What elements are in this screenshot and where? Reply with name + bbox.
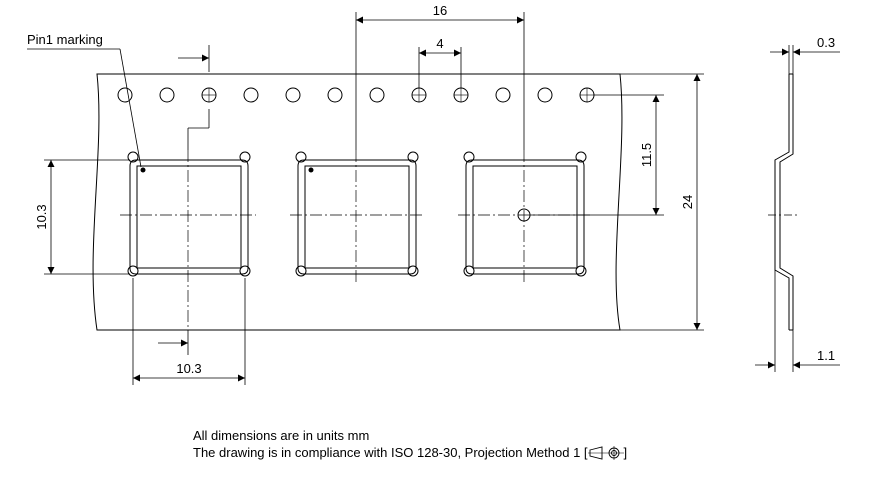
sprocket-hole (117, 87, 133, 103)
tape-width-label: 24 (680, 195, 695, 209)
pin1-dot (308, 167, 314, 173)
dimension-pitch (355, 12, 525, 150)
sprocket-hole (327, 87, 343, 103)
units-note: All dimensions are in units mm (193, 428, 370, 443)
carrier-tape-outline (92, 73, 623, 331)
dimension-hole-to-center (530, 94, 664, 216)
pocket-depth-label: 1.1 (817, 348, 835, 363)
sprocket-hole (285, 87, 301, 103)
sprocket-hole (159, 87, 175, 103)
dimension-pocket-depth (755, 270, 840, 372)
tape-thickness-label: 0.3 (817, 35, 835, 50)
iso-note: The drawing is in compliance with ISO 12… (193, 444, 627, 461)
pin1-leader (27, 48, 142, 168)
dimension-tape-width (620, 73, 704, 331)
notes: All dimensions are in units mm The drawi… (193, 427, 627, 461)
dimension-hole-pitch (418, 47, 462, 88)
feed-direction-bottom (158, 330, 189, 355)
dimension-pocket-height (44, 159, 130, 275)
pocket-3 (463, 151, 587, 277)
iso-note-text: The drawing is in compliance with ISO 12… (193, 445, 588, 460)
projection-method-icon (587, 446, 624, 460)
pin1-marking-label: Pin1 marking (27, 32, 103, 47)
feed-direction-top (178, 45, 210, 150)
center-lines (120, 150, 592, 330)
iso-note-close: ] (623, 445, 628, 460)
hole-to-center-label: 11.5 (639, 143, 654, 167)
dimension-tape-thickness (770, 45, 840, 74)
pocket-height-label: 10.3 (34, 204, 49, 229)
hole-pitch-label: 4 (436, 36, 443, 51)
sprocket-hole (537, 87, 553, 103)
pin1-dot (140, 167, 146, 173)
sprocket-hole (369, 87, 385, 103)
pocket-1 (127, 151, 251, 277)
dimension-pocket-width (132, 278, 246, 385)
pocket-2 (295, 151, 419, 277)
sprocket-hole (495, 87, 511, 103)
pocket-width-label: 10.3 (176, 361, 201, 376)
side-view (774, 73, 794, 331)
sprocket-hole (243, 87, 259, 103)
pitch-label: 16 (433, 3, 447, 18)
